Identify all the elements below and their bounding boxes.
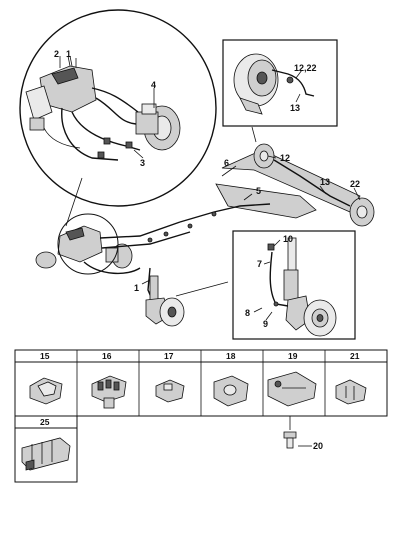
callout-12: 12	[280, 153, 290, 163]
clip-21-illustration	[335, 379, 367, 405]
callout-22: 22	[350, 179, 360, 189]
clip-15-illustration	[29, 377, 63, 405]
part-header-18: 18	[226, 351, 236, 361]
callout-12-22: 12,22	[294, 63, 317, 73]
callout-6: 6	[224, 158, 229, 168]
rear-disc-detail-view: 12,22 13	[222, 39, 338, 127]
callout-1-top: 1	[66, 49, 71, 59]
front-strut-detail-view: 10 7 8 9	[232, 230, 356, 340]
abs-zoom-circle	[57, 213, 119, 275]
clip-16-illustration	[91, 375, 127, 409]
parts-table: 15 16 17 18 19 21	[14, 349, 388, 483]
part-header-17: 17	[164, 351, 174, 361]
callout-20: 20	[313, 441, 323, 451]
callout-13: 13	[320, 177, 330, 187]
callout-2: 2	[54, 49, 59, 59]
callout-13-top: 13	[290, 103, 300, 113]
detail-connector-line	[65, 177, 83, 227]
callout-5: 5	[256, 186, 261, 196]
clip-17-illustration	[155, 379, 185, 403]
clip-25-illustration	[21, 437, 71, 471]
callout-9: 9	[263, 319, 268, 329]
part-header-15: 15	[40, 351, 50, 361]
callout-3: 3	[140, 158, 145, 168]
part-header-19: 19	[288, 351, 298, 361]
callout-10: 10	[283, 234, 293, 244]
part-header-16: 16	[102, 351, 112, 361]
callout-4: 4	[151, 80, 156, 90]
clip-18-illustration	[213, 375, 249, 407]
vehicle-brake-layout: 6 12 5 13 22 1	[35, 143, 375, 327]
bolt-20-illustration: 20	[283, 416, 323, 451]
part-header-25: 25	[40, 417, 50, 427]
callout-7: 7	[257, 259, 262, 269]
part-header-21: 21	[350, 351, 360, 361]
rear-detail-connector	[251, 126, 257, 143]
callout-8: 8	[245, 308, 250, 318]
callout-1-mid: 1	[134, 283, 139, 293]
clip-19-illustration	[267, 371, 317, 407]
abs-module-detail-view: 2 1 4 3	[19, 9, 217, 207]
